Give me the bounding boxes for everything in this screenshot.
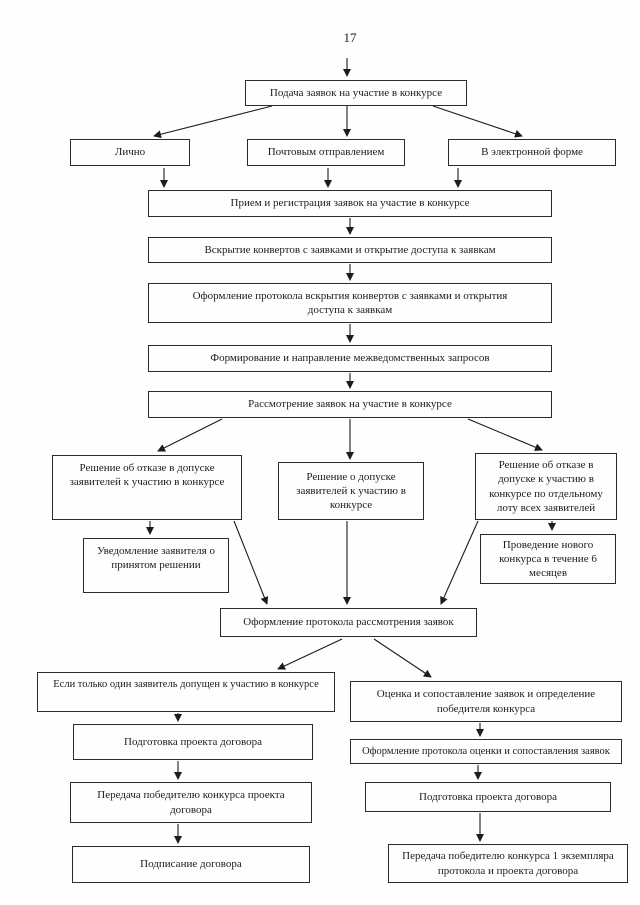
flow-node-contract-signing: Подписание договора xyxy=(72,846,310,883)
flow-node-in-person: Лично xyxy=(70,139,190,166)
flow-node-evaluation-protocol: Оформление протокола оценки и сопоставле… xyxy=(350,739,622,764)
flow-node-refusal-decision: Решение об отказе в допуске заявителей к… xyxy=(52,455,242,520)
arrow-lotrefusal-to-considprotocol xyxy=(440,520,479,605)
flow-node-consideration: Рассмотрение заявок на участие в конкурс… xyxy=(148,391,552,418)
arrow-consideration-to-refusal xyxy=(157,418,223,452)
flow-node-draft-contract-winner: Подготовка проекта договора xyxy=(365,782,611,812)
flow-node-applicant-notification: Уведомление заявителя о принятом решении xyxy=(83,538,229,593)
flow-node-electronic: В электронной форме xyxy=(448,139,616,166)
flow-node-reception: Прием и регистрация заявок на участие в … xyxy=(148,190,552,217)
flow-node-interagency-requests: Формирование и направление межведомствен… xyxy=(148,345,552,372)
flow-node-consideration-protocol: Оформление протокола рассмотрения заявок xyxy=(220,608,477,637)
page-number: 17 xyxy=(343,30,357,45)
flow-node-submission: Подача заявок на участие в конкурсе xyxy=(245,80,467,106)
flow-node-opening-protocol: Оформление протокола вскрытия конвертов … xyxy=(148,283,552,323)
flow-node-by-mail: Почтовым отправлением xyxy=(247,139,405,166)
flow-node-single-applicant: Если только один заявитель допущен к уча… xyxy=(37,672,335,712)
arrow-submission-to-electronic xyxy=(432,105,523,138)
arrow-submission-to-inperson xyxy=(153,105,273,139)
flow-node-envelope-opening: Вскрытие конвертов с заявками и открытие… xyxy=(148,237,552,263)
flow-node-draft-transfer-single: Передача победителю конкурса проекта дог… xyxy=(70,782,312,823)
flow-node-lot-refusal-decision: Решение об отказе в допуске к участию в … xyxy=(475,453,617,520)
arrow-refusal-to-considprotocol xyxy=(233,520,269,605)
flow-node-admission-decision: Решение о допуске заявителей к участию в… xyxy=(278,462,424,520)
arrow-considprotocol-to-single xyxy=(277,638,343,670)
flow-node-protocol-transfer-winner: Передача победителю конкурса 1 экземпляр… xyxy=(388,844,628,883)
arrow-considprotocol-to-evaluation xyxy=(373,638,432,678)
flow-node-evaluation: Оценка и сопоставление заявок и определе… xyxy=(350,681,622,722)
flow-node-new-competition: Проведение нового конкурса в течение 6 м… xyxy=(480,534,616,584)
arrow-consideration-to-lotrefusal xyxy=(467,418,543,451)
flow-node-draft-contract-single: Подготовка проекта договора xyxy=(73,724,313,760)
